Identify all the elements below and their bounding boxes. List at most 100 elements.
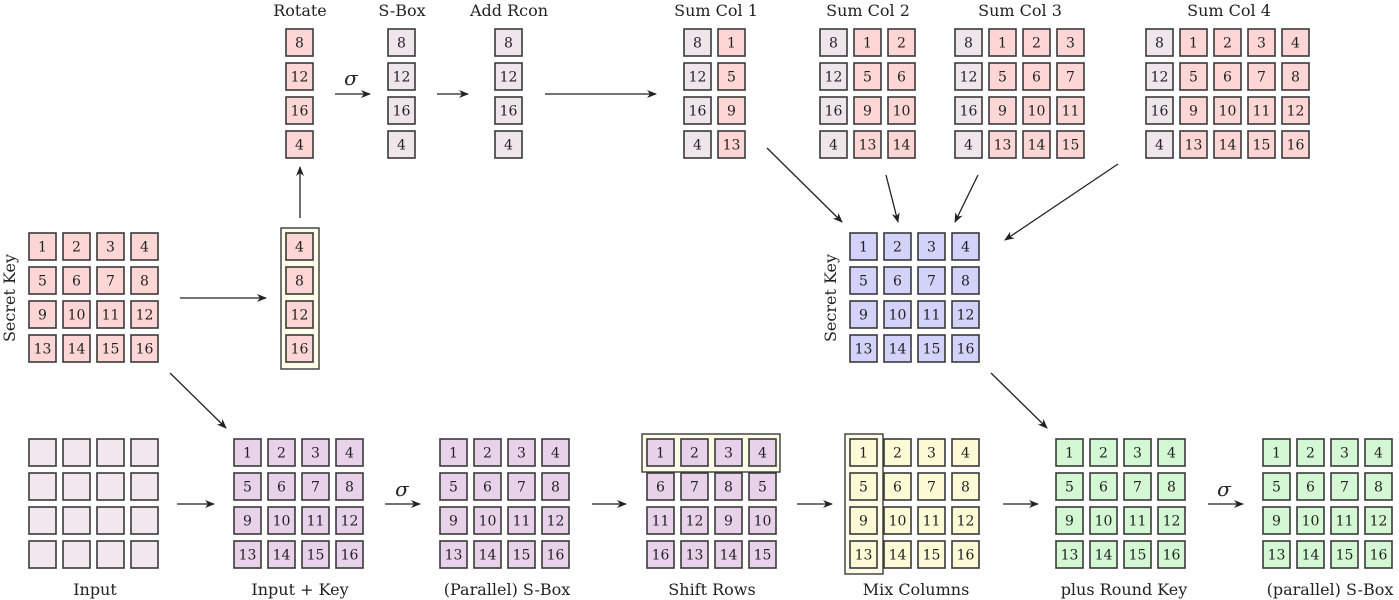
- cell-value: 9: [859, 308, 868, 324]
- label-input: Input: [73, 580, 117, 599]
- grid-cell: 7: [1247, 62, 1276, 91]
- grid-cell: 4: [748, 438, 777, 467]
- cell-box: [683, 62, 712, 91]
- grid-cell: [130, 472, 159, 501]
- cell-box: [714, 506, 743, 535]
- cell-box: [494, 96, 523, 125]
- grid-cell: 1: [439, 438, 468, 467]
- cell-value: 8: [1374, 480, 1383, 496]
- grid-cell: 15: [301, 540, 330, 569]
- cell-box: [130, 472, 159, 501]
- grid-cell: 2: [1213, 28, 1242, 57]
- cell-value: 4: [1374, 446, 1383, 462]
- grid-cell: 9: [439, 506, 468, 535]
- cell-box: [28, 438, 57, 467]
- cell-box: [28, 232, 57, 261]
- cell-value: 16: [393, 104, 411, 120]
- cell-value: 3: [1340, 446, 1349, 462]
- cell-box: [130, 438, 159, 467]
- cell-value: 12: [1151, 70, 1169, 86]
- cell-value: 5: [727, 70, 736, 86]
- cell-box: [96, 438, 125, 467]
- cell-value: 8: [295, 36, 304, 52]
- cell-value: 4: [504, 138, 513, 154]
- cell-box: [853, 62, 882, 91]
- cell-box: [1022, 62, 1051, 91]
- cell-value: 14: [1095, 548, 1113, 564]
- cell-value: 5: [1272, 480, 1281, 496]
- cell-box: [62, 438, 91, 467]
- grid-cell: 12: [285, 62, 314, 91]
- cell-box: [1145, 28, 1174, 57]
- cell-value: 4: [397, 138, 406, 154]
- cell-value: 10: [1219, 104, 1237, 120]
- cell-value: 9: [243, 514, 252, 530]
- grid-cell: [28, 472, 57, 501]
- cell-value: 12: [500, 70, 518, 86]
- cell-value: 14: [893, 138, 911, 154]
- grid-cell: 16: [1281, 130, 1310, 159]
- cell-box: [1262, 472, 1291, 501]
- cell-value: 9: [1272, 514, 1281, 530]
- cell-value: 4: [964, 138, 973, 154]
- grid-cell: 8: [819, 28, 848, 57]
- cell-value: 13: [994, 138, 1012, 154]
- cell-box: [541, 472, 570, 501]
- cell-value: 7: [927, 480, 936, 496]
- cell-value: 4: [829, 138, 838, 154]
- cell-box: [130, 232, 159, 261]
- grid-cell: 5: [988, 62, 1017, 91]
- grid-cell: 5: [717, 62, 746, 91]
- cell-box: [683, 130, 712, 159]
- grid-cell: 4: [951, 232, 980, 261]
- cell-value: 6: [72, 274, 81, 290]
- grid-cell: 14: [1213, 130, 1242, 159]
- grid-cell: 12: [387, 62, 416, 91]
- cell-box: [717, 62, 746, 91]
- cell-value: 16: [136, 342, 154, 358]
- grid-cell: 10: [62, 300, 91, 329]
- cell-box: [951, 438, 980, 467]
- cell-box: [1213, 62, 1242, 91]
- cell-box: [96, 232, 125, 261]
- cell-value: 12: [825, 70, 843, 86]
- grid-cell: 4: [285, 232, 314, 261]
- grid-cell: 5: [1262, 472, 1291, 501]
- cell-value: 6: [1032, 70, 1041, 86]
- cell-value: 8: [345, 480, 354, 496]
- cell-box: [951, 334, 980, 363]
- cell-box: [28, 472, 57, 501]
- cell-value: 16: [1151, 104, 1169, 120]
- grid-cell: [130, 438, 159, 467]
- cell-value: 12: [136, 308, 154, 324]
- label-shift-rows: Shift Rows: [668, 580, 755, 599]
- grid-cell: 5: [748, 472, 777, 501]
- cell-value: 13: [445, 548, 463, 564]
- grid-cell: 14: [62, 334, 91, 363]
- cell-value: 8: [964, 36, 973, 52]
- label-input-plus-key: Input + Key: [251, 580, 348, 599]
- cell-value: 8: [961, 274, 970, 290]
- cell-box: [1157, 472, 1186, 501]
- cell-box: [1247, 28, 1276, 57]
- cell-box: [1022, 96, 1051, 125]
- grid-cell: 13: [439, 540, 468, 569]
- cell-box: [917, 540, 946, 569]
- cell-value: 9: [859, 514, 868, 530]
- grid-cell: 7: [680, 472, 709, 501]
- cell-value: 5: [863, 70, 872, 86]
- grid-cell: 3: [1056, 28, 1085, 57]
- cell-value: 8: [961, 480, 970, 496]
- cell-value: 16: [1163, 548, 1181, 564]
- cell-box: [267, 540, 296, 569]
- cell-box: [335, 540, 364, 569]
- grid-cell: 16: [954, 96, 983, 125]
- cell-value: 7: [1257, 70, 1266, 86]
- grid-cell: 12: [954, 62, 983, 91]
- cell-value: 13: [239, 548, 257, 564]
- cell-box: [917, 334, 946, 363]
- cell-value: 1: [998, 36, 1007, 52]
- cell-box: [96, 540, 125, 569]
